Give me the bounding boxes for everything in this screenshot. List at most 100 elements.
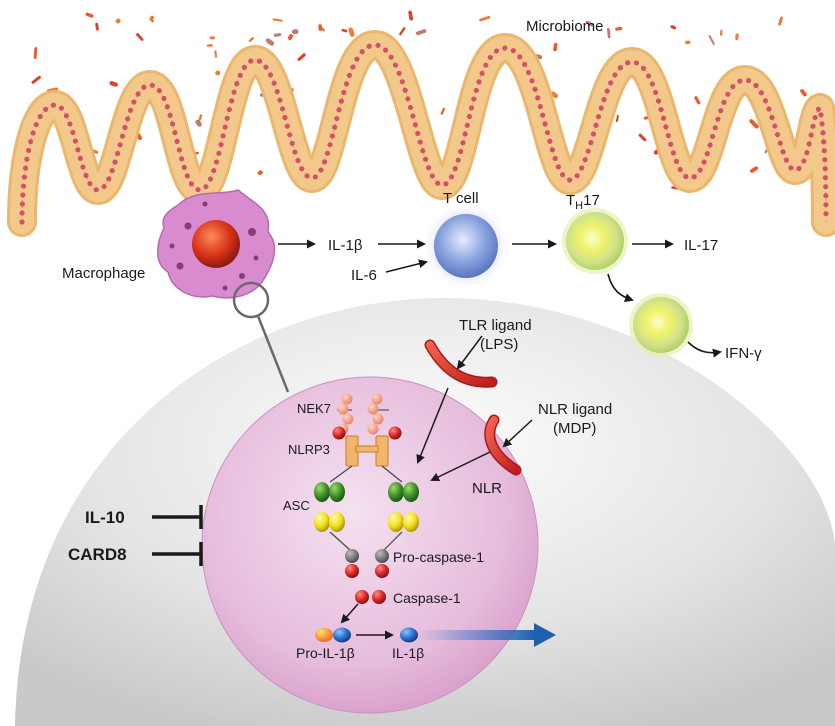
epithelial-nucleus: [532, 86, 538, 92]
epithelial-nucleus: [256, 58, 263, 64]
epithelial-nucleus: [83, 172, 89, 179]
epithelial-nucleus: [174, 138, 180, 144]
epithelial-nucleus: [141, 84, 147, 90]
epithelial-nucleus: [396, 70, 402, 76]
epithelial-nucleus: [336, 107, 342, 113]
epithelial-nucleus: [366, 43, 372, 49]
epithelial-nucleus: [176, 147, 182, 153]
bacterium: [287, 34, 294, 41]
epithelial-nucleus: [299, 166, 305, 172]
epithelial-nucleus: [271, 80, 277, 86]
epithelial-nucleus: [704, 150, 710, 157]
epithelial-nucleus: [19, 219, 25, 225]
epithelial-nucleus: [50, 102, 56, 108]
epithelial-nucleus: [487, 54, 493, 61]
epithelial-nucleus: [70, 129, 76, 136]
epithelial-nucleus: [224, 115, 230, 121]
inflammasome-complex: [314, 393, 419, 578]
epithelial-nucleus: [109, 168, 115, 174]
epithelial-nucleus: [473, 87, 479, 94]
label-nek7: NEK7: [297, 401, 331, 416]
label-t-cell: T cell: [443, 190, 479, 207]
epithelial-nucleus: [279, 106, 286, 112]
epithelial-nucleus: [33, 121, 39, 128]
epithelial-nucleus: [22, 165, 29, 171]
arrow-tlr-signal: [416, 387, 449, 464]
epithelial-nucleus: [248, 58, 254, 64]
caspase-1: [355, 590, 386, 604]
epithelial-nucleus: [292, 149, 298, 155]
epithelial-nucleus: [617, 65, 623, 71]
epithelial-nucleus: [312, 174, 318, 180]
epithelial-nucleus: [289, 140, 295, 147]
epithelial-nucleus: [542, 121, 548, 127]
bacterium: [136, 33, 144, 41]
epithelial-nucleus: [819, 121, 825, 127]
epithelial-nucleus: [668, 141, 674, 147]
bacterium: [348, 27, 355, 37]
epithelial-nucleus: [653, 89, 659, 96]
epithelial-nucleus: [420, 148, 426, 154]
epithelial-nucleus: [455, 157, 461, 163]
epithelial-nucleus: [382, 47, 389, 53]
epithelial-nucleus: [476, 79, 482, 85]
intestinal-epithelium: [7, 30, 835, 237]
epithelial-nucleus: [780, 149, 786, 155]
epithelial-nucleus: [172, 130, 178, 136]
epithelial-nucleus: [796, 165, 802, 172]
bacterium: [615, 26, 623, 31]
epithelial-nucleus: [737, 78, 743, 84]
epithelial-nucleus: [304, 173, 310, 179]
asc-right: [388, 482, 419, 532]
epithelial-nucleus: [170, 121, 176, 127]
epithelial-nucleus: [181, 164, 187, 171]
epithelial-nucleus: [161, 95, 167, 102]
label-asc: ASC: [283, 498, 310, 513]
epithelial-nucleus: [295, 157, 301, 164]
epithelial-nucleus: [517, 54, 523, 60]
epithelial-nucleus: [24, 156, 30, 162]
epithelial-nucleus: [510, 48, 516, 54]
epithelial-nucleus: [823, 184, 829, 190]
epithelial-nucleus: [526, 69, 532, 76]
bacterium: [415, 29, 427, 36]
epithelial-nucleus: [267, 72, 274, 78]
epithelial-nucleus: [823, 202, 829, 208]
asc-left: [314, 482, 345, 532]
epithelial-nucleus: [753, 82, 759, 89]
epithelial-nucleus: [640, 65, 647, 72]
bacterium: [408, 10, 414, 21]
epithelial-nucleus: [822, 166, 828, 172]
epithelial-nucleus: [229, 98, 235, 104]
label-pro-il1b: Pro-IL-1β: [296, 645, 355, 661]
epithelial-nucleus: [815, 106, 822, 112]
epithelial-nucleus: [670, 150, 677, 156]
epithelial-nucleus: [282, 114, 288, 121]
label-lps: (LPS): [480, 336, 518, 353]
epithelial-nucleus: [655, 98, 662, 104]
bacterium: [318, 24, 323, 31]
bacterium: [206, 44, 213, 47]
epithelial-nucleus: [167, 112, 173, 118]
epithelial-nucleus: [766, 106, 772, 112]
bacterium: [550, 91, 559, 99]
epithelial-nucleus: [346, 72, 353, 78]
epithelial-nucleus: [321, 159, 328, 165]
epithelial-nucleus: [37, 113, 43, 120]
epithelial-nucleus: [422, 156, 429, 162]
epithelial-nucleus: [464, 122, 470, 128]
epithelial-nucleus: [822, 175, 829, 181]
epithelial-nucleus: [287, 132, 293, 138]
macrophage: [157, 189, 276, 299]
epithelial-nucleus: [529, 78, 535, 84]
bacterium: [615, 114, 619, 123]
epithelial-nucleus: [216, 150, 222, 156]
label-nlr: NLR: [472, 480, 502, 497]
epithelial-nucleus: [710, 133, 716, 140]
epithelial-nucleus: [718, 108, 724, 114]
epithelial-nucleus: [117, 142, 123, 148]
epithelial-nucleus: [405, 96, 411, 102]
bacterium: [248, 37, 255, 43]
epithelial-nucleus: [213, 159, 220, 165]
